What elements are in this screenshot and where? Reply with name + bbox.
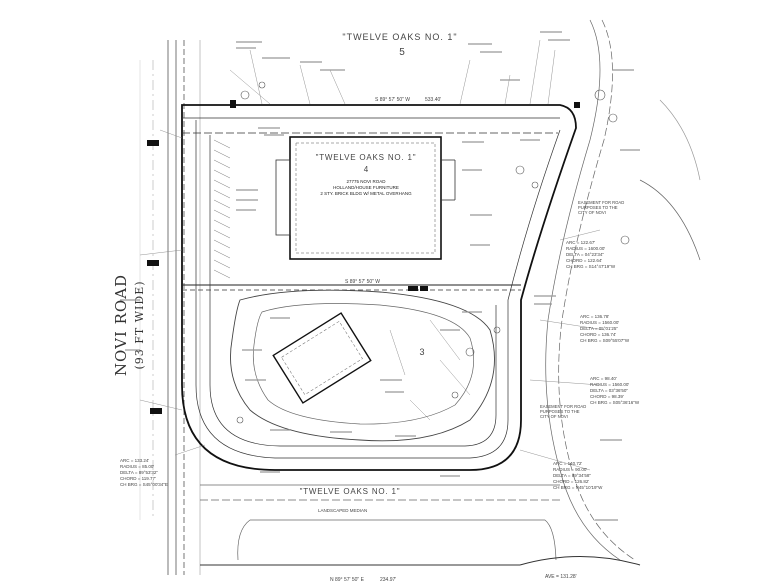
building-address: 27775 NOVI ROAD <box>346 179 386 184</box>
curve-line: CHORD = 119.77' <box>120 476 156 481</box>
curve-line: RADIUS = 1560.00' <box>590 382 629 387</box>
parking-drive-loop <box>230 289 495 442</box>
bottom-line-distance: 234.97' <box>380 577 396 583</box>
curve-line: CH BRG = N45°10'19"W <box>553 485 603 490</box>
north-line-distance: 533.40' <box>425 97 441 103</box>
easement-line: PURPOSES TO THE <box>578 205 618 210</box>
curve-line: RADIUS = 90.00' <box>553 467 587 472</box>
curve-line: CH BRG = S14°47'19"W <box>566 264 616 269</box>
annotation-stubs <box>120 31 640 521</box>
curve-table-mid-right: ARC = 136.78' RADIUS = 1560.00' DELTA = … <box>580 314 630 343</box>
boundary-offsets <box>182 117 561 459</box>
curve-line: DELTA = 03°36'50" <box>590 388 628 393</box>
property-boundary <box>181 104 577 471</box>
building-description: 2 STY. BRICK BLDG W/ METAL OVERHANG <box>320 191 412 196</box>
slope-hatching <box>213 139 231 279</box>
landscaped-median-label: LANDSCAPED MEDIAN <box>318 508 367 513</box>
subdivision-label-top: "TWELVE OAKS NO. 1" <box>342 32 457 42</box>
curve-line: ARC = 98.40' <box>590 376 617 381</box>
curve-line: RADIUS = 85.00' <box>120 464 154 469</box>
curve-line: CHORD = 136.74' <box>580 332 616 337</box>
curve-line: CHORD = 98.39' <box>590 394 624 399</box>
bottom-right-distance: AVE = 131.28' <box>545 574 577 580</box>
building-occupant: HOLLAND/HOUSE FURNITURE <box>333 185 399 190</box>
mid-line-bearing: S 89° 57' 50" W <box>345 279 380 285</box>
curve-line: RADIUS = 1560.00' <box>580 320 619 325</box>
curve-line: ARC = 140.72' <box>553 461 582 466</box>
road-width: (93 FT WIDE) <box>133 280 146 369</box>
easement-note-lower: EASEMENT FOR ROAD PURPOSES TO THE CITY O… <box>540 404 586 419</box>
spot-symbols <box>236 81 630 424</box>
curve-line: ARC = 136.78' <box>580 314 609 319</box>
rotated-building <box>272 312 372 404</box>
building-footprint <box>275 136 456 260</box>
bottom-road-linework <box>200 484 641 566</box>
bottom-line-bearing: N 89° 57' 50" E <box>330 577 365 583</box>
lot-number-lower: 3 <box>419 347 424 357</box>
easement-line: EASEMENT FOR ROAD <box>540 404 586 409</box>
curve-line: DELTA = 89°34'58" <box>553 473 591 478</box>
novi-road-linework <box>139 40 201 575</box>
subdivision-label-bottom: "TWELVE OAKS NO. 1" <box>300 487 401 496</box>
easement-line: CITY OF NOVI <box>578 210 606 215</box>
easement-line: PURPOSES TO THE <box>540 409 580 414</box>
curve-line: CH BRG = S45°00'34"E <box>120 482 168 487</box>
survey-markers <box>147 100 580 414</box>
curve-table-lower-right: ARC = 98.40' RADIUS = 1560.00' DELTA = 0… <box>590 376 640 405</box>
curve-line: CHORD = 126.82' <box>553 479 589 484</box>
lot-number-mid: 4 <box>364 165 369 174</box>
curve-table-bottom-left: ARC = 133.24' RADIUS = 85.00' DELTA = 89… <box>120 458 168 487</box>
subdivision-label-mid: "TWELVE OAKS NO. 1" <box>316 153 417 162</box>
lot-number-top: 5 <box>399 47 405 58</box>
curve-line: DELTA = 89°53'32" <box>120 470 158 475</box>
easement-line: EASEMENT FOR ROAD <box>578 200 624 205</box>
building-caption: 27775 NOVI ROAD HOLLAND/HOUSE FURNITURE … <box>320 179 412 196</box>
easement-note-upper: EASEMENT FOR ROAD PURPOSES TO THE CITY O… <box>578 200 624 215</box>
curve-table-bottom-right: ARC = 140.72' RADIUS = 90.00' DELTA = 89… <box>553 461 603 490</box>
curve-line: CH BRG = S09°55'07"W <box>580 338 630 343</box>
road-name: NOVI ROAD <box>112 274 130 376</box>
curve-line: RADIUS = 1600.00' <box>566 246 605 251</box>
curve-line: CH BRG = S05°36'16"W <box>590 400 640 405</box>
right-curves <box>545 19 701 561</box>
easement-line: CITY OF NOVI <box>540 414 568 419</box>
curve-line: DELTA = 05°01'25" <box>580 326 618 331</box>
curve-line: ARC = 122.67' <box>566 240 595 245</box>
north-line-bearing: S 89° 57' 50" W <box>375 97 410 103</box>
curve-line: DELTA = 04°23'34" <box>566 252 604 257</box>
curve-line: ARC = 133.24' <box>120 458 149 463</box>
curve-table-upper-right: ARC = 122.67' RADIUS = 1600.00' DELTA = … <box>566 240 616 269</box>
curve-line: CHORD = 122.64' <box>566 258 602 263</box>
